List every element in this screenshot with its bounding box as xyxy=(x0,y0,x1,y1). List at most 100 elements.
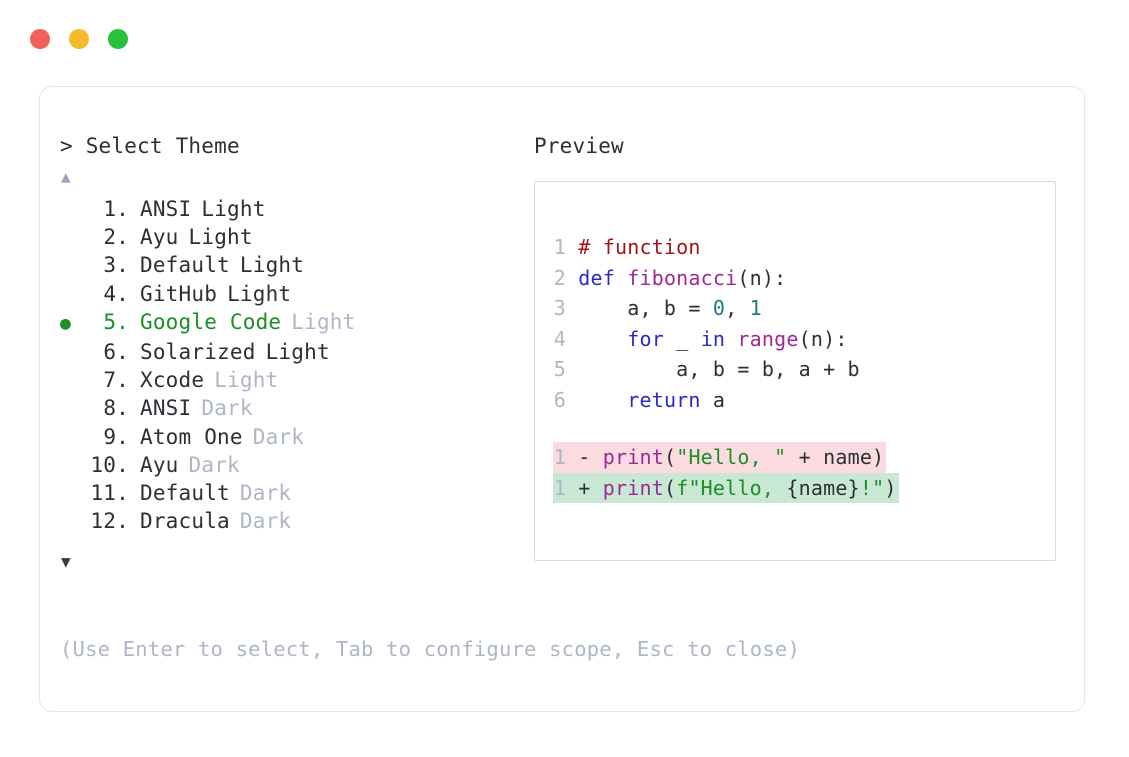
theme-item-variant: Dark xyxy=(239,481,292,506)
code-token xyxy=(578,327,627,351)
theme-list-item[interactable]: 8. ANSI Dark xyxy=(60,394,530,422)
theme-item-name: GitHub xyxy=(140,281,218,306)
selected-bullet-icon: ● xyxy=(60,312,72,334)
code-token: range xyxy=(737,326,799,351)
code-token: , xyxy=(725,296,750,320)
theme-item-name: Ayu xyxy=(140,225,179,250)
code-gutter-space xyxy=(566,266,578,290)
code-line: 6 return a xyxy=(553,385,1051,416)
theme-item-number: 6. xyxy=(103,340,129,365)
code-line: 5 a, b = b, a + b xyxy=(553,354,1051,385)
theme-item-name: Xcode xyxy=(140,368,205,393)
code-token: a xyxy=(700,387,726,412)
theme-item-name: Dracula xyxy=(140,509,230,534)
code-gutter-space xyxy=(566,388,578,412)
theme-list-item[interactable]: 4. GitHub Light xyxy=(60,280,530,308)
code-line: 4 for _ in range(n): xyxy=(553,324,1051,355)
code-token: ) xyxy=(884,475,897,500)
keyboard-hint-text: (Use Enter to select, Tab to configure s… xyxy=(60,637,800,661)
theme-item-variant: Light xyxy=(291,309,356,334)
code-token: (n): xyxy=(737,265,787,290)
code-token: # function xyxy=(578,235,701,259)
diff-line-removed: 1 - print("Hello, " + name) xyxy=(553,442,1051,473)
code-gutter-space xyxy=(566,327,578,351)
code-token: + name) xyxy=(786,445,885,469)
theme-item-number: 4. xyxy=(103,281,129,306)
theme-item-number: 1. xyxy=(103,197,129,221)
code-token: ( xyxy=(663,475,677,500)
theme-item-number: 10. xyxy=(90,452,129,477)
theme-item-variant: Light xyxy=(214,368,279,393)
theme-item-name: Default xyxy=(140,253,230,278)
code-blank-line xyxy=(553,415,1051,442)
code-token: _ xyxy=(663,326,701,351)
theme-item-number: 3. xyxy=(103,253,129,278)
scroll-down-icon[interactable]: ▼ xyxy=(61,552,71,572)
diff-sign: + xyxy=(566,475,603,500)
theme-list-item[interactable]: 7. Xcode Light xyxy=(60,366,530,394)
line-number: 5 xyxy=(553,357,566,381)
code-token: 1 xyxy=(749,296,762,320)
theme-item-variant: Light xyxy=(265,340,330,365)
code-token: print xyxy=(602,445,664,469)
code-token: !" xyxy=(859,475,885,500)
code-token xyxy=(578,388,627,412)
theme-item-name: ANSI xyxy=(140,396,192,421)
code-token: in xyxy=(700,326,726,351)
code-token: (n): xyxy=(798,326,848,351)
minimize-button-dot[interactable] xyxy=(69,29,89,49)
window-traffic-lights xyxy=(30,29,128,49)
theme-item-variant: Dark xyxy=(201,396,253,421)
code-token: 0 xyxy=(712,296,726,320)
theme-item-number: 11. xyxy=(90,481,129,506)
code-line: 3 a, b = 0, 1 xyxy=(553,293,1051,324)
code-token: a, b = b, a + b xyxy=(578,357,860,381)
theme-item-number: 8. xyxy=(103,396,129,421)
theme-item-number: 7. xyxy=(103,368,129,393)
line-number: 1 xyxy=(553,445,566,469)
code-gutter-space xyxy=(566,357,578,381)
code-token: f"Hello, xyxy=(676,475,787,500)
diff-line-added: 1 + print(f"Hello, {name}!") xyxy=(553,472,1051,503)
page-title-text: Select Theme xyxy=(85,134,240,158)
preview-label: Preview xyxy=(534,134,624,158)
theme-item-name: ANSI xyxy=(140,197,192,221)
theme-item-variant: Light xyxy=(227,281,292,306)
code-token: {name} xyxy=(786,475,860,500)
theme-item-number: 5. xyxy=(103,309,129,334)
scroll-up-icon[interactable]: ▲ xyxy=(61,167,71,186)
theme-item-name: Atom One xyxy=(140,424,243,449)
theme-item-variant: Dark xyxy=(252,424,305,449)
code-token: "Hello, " xyxy=(676,445,787,469)
diff-highlight: 1 + print(f"Hello, {name}!") xyxy=(553,472,899,503)
theme-item-variant: Dark xyxy=(239,509,292,534)
prompt-title-row: > Select Theme xyxy=(60,131,530,161)
theme-item-name: Default xyxy=(140,481,230,506)
code-token: ( xyxy=(663,445,677,469)
page-title xyxy=(73,134,86,158)
line-number: 1 xyxy=(553,475,566,500)
code-gutter-space xyxy=(566,296,578,320)
close-button-dot[interactable] xyxy=(30,29,50,49)
theme-list-item[interactable]: 11. Default Dark xyxy=(60,479,530,507)
code-token: for xyxy=(627,326,664,351)
maximize-button-dot[interactable] xyxy=(108,29,128,49)
code-token: def xyxy=(578,265,628,290)
line-number: 2 xyxy=(553,265,566,290)
code-token xyxy=(725,327,737,351)
prompt-caret-icon: > xyxy=(60,134,73,158)
theme-item-variant: Light xyxy=(188,225,253,250)
